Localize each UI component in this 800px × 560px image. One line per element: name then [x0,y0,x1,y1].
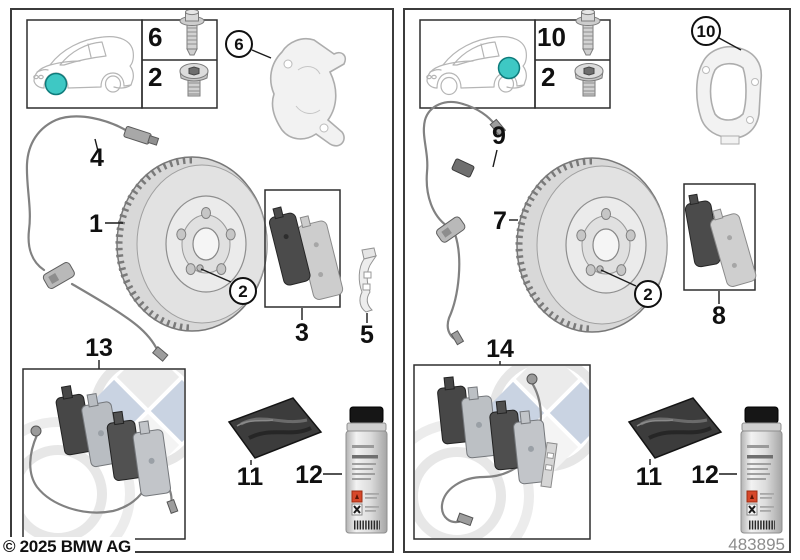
pads-box [264,189,341,308]
svg-text:2: 2 [238,282,247,301]
spray-can-illustration [346,407,387,533]
screw-box [534,19,611,109]
screw-box [141,19,218,109]
pad-kit-illustration [12,346,213,551]
pads-box [683,183,756,291]
countersunk-screw-illustration [574,63,604,97]
label-sensor[interactable]: 4 [90,144,104,172]
callout-line [492,149,498,168]
car-location-box [26,19,143,109]
label-packet[interactable]: 11 [237,463,264,491]
caliper-carrier-illustration [695,46,763,145]
spray-can-illustration [741,407,782,533]
hex-bolt-illustration [575,10,601,56]
wear-sensor-illustration [422,100,507,346]
front-axle-panel: 6 2 6 [10,8,394,553]
label-spray[interactable]: 12 [295,461,323,489]
callout-caliper[interactable]: 10 [691,16,721,46]
callout-caliper[interactable]: 6 [225,30,253,58]
pad-kit-box [413,364,591,540]
label-screw-top[interactable]: 10 [537,22,566,52]
svg-text:6: 6 [234,35,243,54]
rear-axle-panel: 10 2 10 [403,8,791,553]
retaining-clip-illustration [358,247,378,313]
hex-bolt-illustration [179,10,205,56]
label-clip[interactable]: 5 [360,321,374,349]
callout-hub-screw[interactable]: 2 [229,277,257,305]
svg-text:10: 10 [697,22,716,41]
caliper-carrier-illustration [269,37,347,147]
axle-highlight-dot [44,72,68,96]
callout-line [718,37,742,51]
label-pads[interactable]: 8 [712,302,726,330]
callout-hub-screw[interactable]: 2 [634,280,662,308]
grease-packet-illustration [627,396,723,460]
callout-line [94,138,99,152]
callout-line [251,49,272,59]
brake-pads-illustration [684,193,757,287]
car-illustration [426,36,527,96]
label-pad-kit[interactable]: 13 [85,334,113,362]
drawing-number: 483895 [728,535,785,551]
label-disc[interactable]: 1 [89,210,103,238]
label-spray[interactable]: 12 [691,461,719,489]
label-sensor[interactable]: 9 [492,122,506,150]
callout-line [200,268,232,283]
copyright-text: © 2025 BMW AG [3,537,135,557]
grease-packet-illustration [227,396,323,460]
label-disc[interactable]: 7 [493,207,507,235]
svg-text:2: 2 [643,285,652,304]
label-screw-bottom[interactable]: 2 [541,62,555,92]
label-screw-bottom[interactable]: 2 [148,62,162,92]
brake-pads-illustration [268,206,344,300]
car-illustration [33,36,134,96]
axle-highlight-dot [497,56,521,80]
wear-sensor-illustration [25,115,169,362]
label-screw-top[interactable]: 6 [148,22,162,52]
label-packet[interactable]: 11 [636,463,663,491]
callout-line [600,269,637,287]
label-pads[interactable]: 3 [295,319,309,347]
pad-kit-illustration [405,348,612,551]
countersunk-screw-illustration [179,63,209,97]
label-pad-kit[interactable]: 14 [486,335,514,363]
